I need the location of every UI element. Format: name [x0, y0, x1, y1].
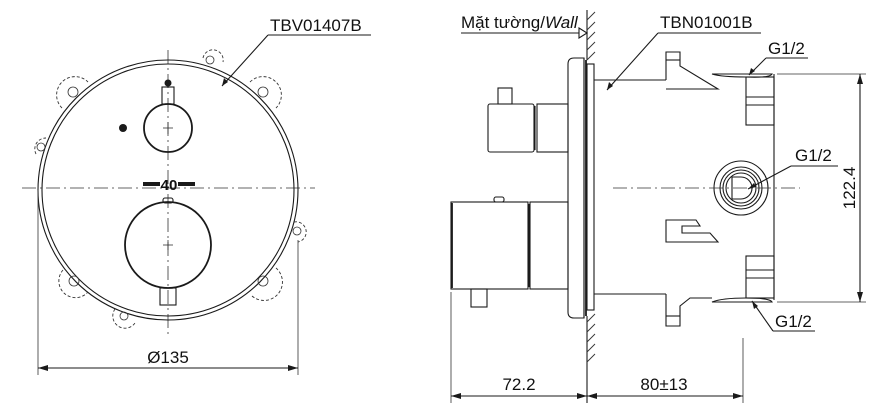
- mounting-tab: [56, 76, 89, 109]
- thermostat-handle-side: [450, 196, 569, 308]
- side-view: Mặt tường/Wall: [450, 10, 866, 403]
- diameter-135-label: Ø135: [147, 348, 189, 367]
- thermostat-knob: [124, 197, 212, 306]
- indicator-dot: [119, 124, 127, 132]
- part-number-tbn01001b: TBN01001B: [660, 13, 753, 32]
- g-half-inch-top-label: G1/2: [768, 39, 805, 58]
- mounting-tab: [58, 269, 89, 299]
- port-label-middle: G1/2: [747, 146, 838, 190]
- mounting-tab: [34, 137, 47, 155]
- wall-label: Mặt tường/Wall: [461, 13, 589, 39]
- height-dimension: 122.4: [777, 73, 866, 303]
- part-label-tbn: TBN01001B: [606, 13, 761, 91]
- depth-dimensions: 72.2 80±13: [450, 292, 744, 403]
- front-view: 40 TBV01407B Ø135: [22, 16, 371, 375]
- part-number-tbv01407b: TBV01407B: [270, 16, 362, 35]
- cover-inner-circle: [41, 63, 295, 317]
- height-122-4-label: 122.4: [840, 167, 859, 210]
- valve-body: [594, 51, 800, 327]
- part-label-tbv: TBV01407B: [221, 16, 371, 87]
- port-label-bottom: G1/2: [751, 300, 815, 332]
- mounting-tab: [251, 267, 283, 301]
- depth-72-2-label: 72.2: [502, 375, 535, 394]
- mounting-tab: [202, 49, 224, 65]
- mounting-tab: [292, 221, 307, 243]
- diverter-knob: [143, 79, 193, 153]
- port-label-top: G1/2: [748, 39, 808, 76]
- marker-40-label: 40: [161, 177, 178, 194]
- g-half-inch-middle-label: G1/2: [795, 146, 832, 165]
- diameter-dimension: Ø135: [37, 190, 299, 375]
- cover-plate: [567, 57, 595, 319]
- temperature-40-marker: 40: [143, 177, 195, 194]
- wall-label-vietnamese: Mặt tường/: [461, 13, 545, 32]
- mounting-tabs: [34, 49, 307, 329]
- mounting-tab: [249, 76, 282, 109]
- wall-line: [586, 10, 596, 403]
- g-half-inch-bottom-label: G1/2: [775, 312, 812, 331]
- depth-80-13-label: 80±13: [640, 375, 687, 394]
- wall-label-text: Mặt tường/Wall: [461, 13, 579, 32]
- wall-label-english: Wall: [545, 13, 579, 32]
- mounting-tab: [112, 308, 136, 329]
- diverter-handle-side: [487, 87, 569, 153]
